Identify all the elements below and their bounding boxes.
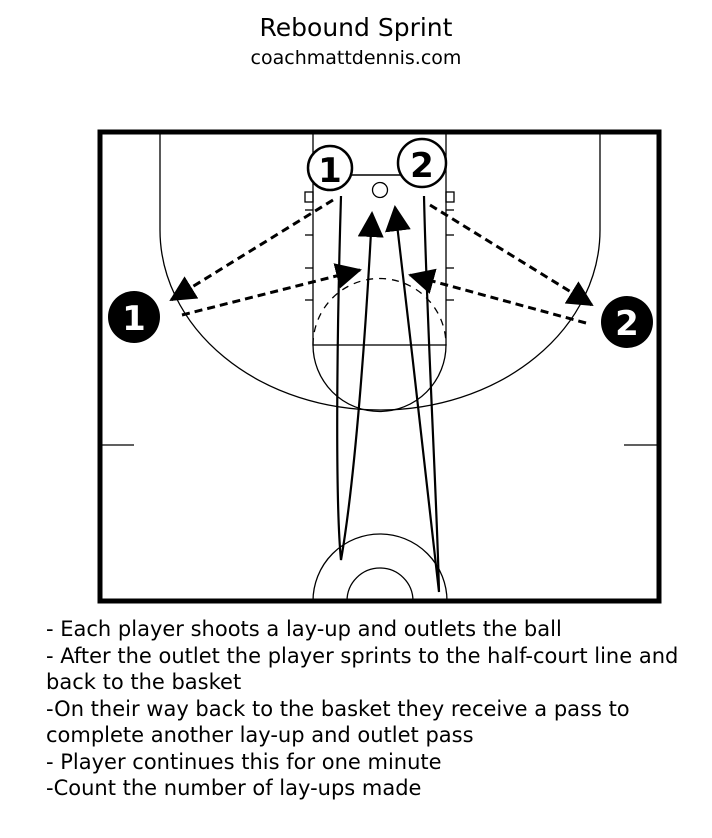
shooter-1-label: 1 — [318, 151, 342, 191]
free-throw-circle — [312, 344, 447, 413]
shooter-1-marker: 1 — [306, 144, 354, 192]
shooter-2-label: 2 — [410, 146, 434, 186]
passer-2-label: 2 — [615, 304, 639, 344]
instruction-line: - Each player shoots a lay-up and outlet… — [46, 617, 562, 641]
three-point-line — [159, 132, 601, 411]
instruction-line: -On their way back to the basket they re… — [46, 696, 630, 748]
free-throw-lane — [312, 132, 447, 346]
shooter-2-marker: 2 — [396, 137, 448, 189]
court-boundary — [97, 129, 662, 604]
website-label: coachmattdennis.com — [250, 47, 462, 69]
outlet-pass-2 — [429, 203, 594, 307]
player-2-sprint-path — [385, 195, 441, 593]
diagram-title: Rebound Sprint — [259, 13, 453, 42]
rim — [371, 181, 389, 199]
outlet-pass-1 — [169, 198, 334, 302]
instruction-line: -Count the number of lay-ups made — [46, 776, 422, 800]
passer-1-marker: 1 — [108, 291, 160, 343]
drill-instructions: - Each player shoots a lay-up and outlet… — [46, 616, 696, 802]
passer-1-label: 1 — [122, 299, 146, 339]
pass-to-player-2 — [408, 268, 587, 325]
instruction-line: - Player continues this for one minute — [46, 749, 442, 774]
center-circle — [312, 533, 448, 601]
instruction-line: - After the outlet the player sprints to… — [46, 643, 679, 695]
player-1-sprint-path — [336, 195, 384, 561]
pass-to-player-1 — [181, 263, 362, 317]
lane-hash-marks — [305, 209, 454, 301]
passer-2-marker: 2 — [601, 296, 653, 348]
